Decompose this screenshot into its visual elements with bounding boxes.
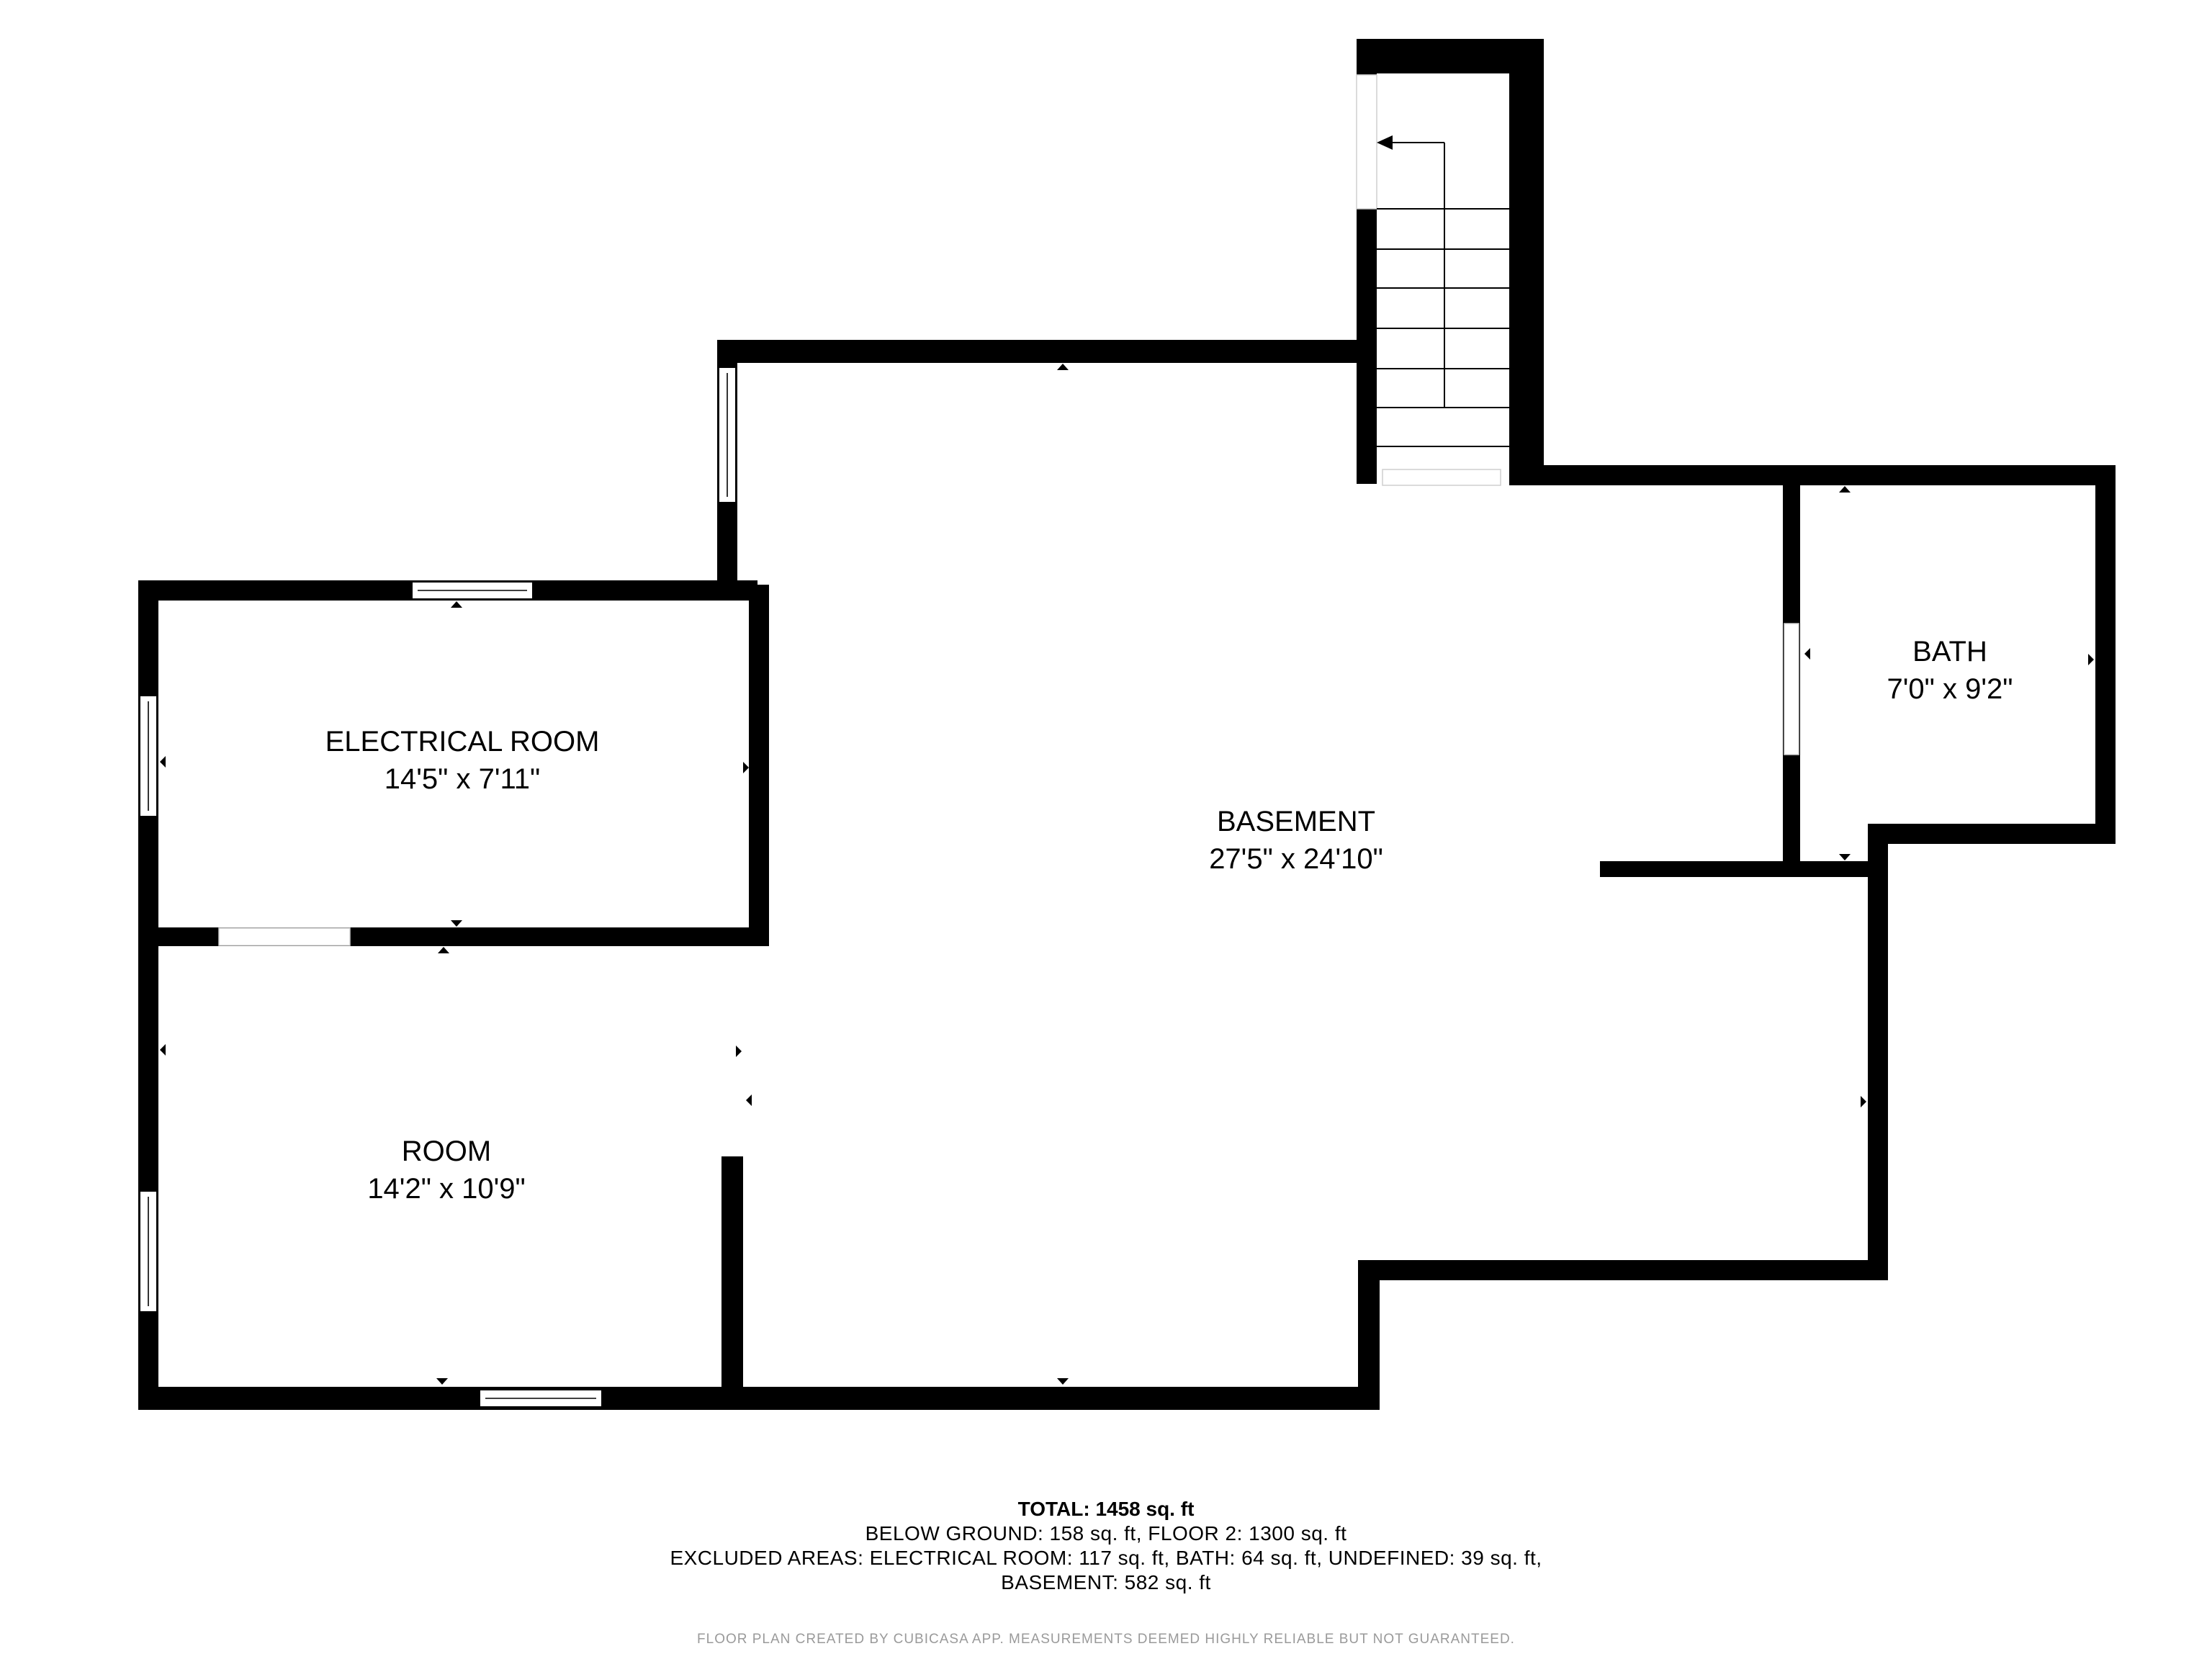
stair-arrow-head [1377,135,1393,150]
wall-bath-lower [1600,861,1887,877]
openings [218,74,1799,946]
stair-top-opening [1356,74,1377,210]
summary-line-1: BELOW GROUND: 158 sq. ft, FLOOR 2: 1300 … [865,1522,1347,1545]
room-dimensions-electrical: 14'5" x 7'11" [385,763,540,795]
window-electrical-top [411,581,534,600]
summary-line-2: EXCLUDED AREAS: ELECTRICAL ROOM: 117 sq.… [670,1547,1542,1569]
wall-bath-right [2095,465,2116,844]
credit-disclaimer: FLOOR PLAN CREATED BY CUBICASA APP. MEAS… [697,1632,1515,1647]
room-labels: ELECTRICAL ROOM 14'5" x 7'11" ROOM 14'2"… [325,636,2013,1205]
wall-basement-step [1358,1260,1380,1410]
room-name-electrical: ELECTRICAL ROOM [325,726,600,757]
walls [138,39,2116,1410]
wall-basement-top [717,340,1359,363]
room-dimensions-bath: 7'0" x 9'2" [1887,673,2013,705]
wall-basement-bottom-right [1358,1260,1888,1280]
wall-stair-right [1509,39,1544,484]
room-dimensions-basement: 27'5" x 24'10" [1209,843,1383,875]
wall-bath-bottom [1868,824,2116,844]
summary-total: TOTAL: 1458 sq. ft [1017,1498,1195,1520]
wall-bottom-left [138,1387,1380,1410]
windows [139,367,737,1408]
wall-basement-right [1868,824,1888,1280]
wall-electrical-right [749,585,769,946]
staircase [1377,135,1509,447]
room-name-room: ROOM [402,1136,491,1167]
window-room-left [139,1190,158,1313]
window-electrical-left [139,695,158,817]
room-name-basement: BASEMENT [1217,806,1375,837]
summary-line-3: BASEMENT: 582 sq. ft [1001,1571,1211,1593]
dimension-markers [160,364,2094,1385]
room-name-bath: BATH [1912,636,1987,667]
window-basement-left [718,367,737,503]
doorway-bath [1784,623,1799,755]
doorway-stairs [1382,469,1501,486]
window-room-bottom [479,1389,603,1408]
doorway-electrical-room [218,927,351,946]
wall-bath-top [1509,465,2116,485]
wall-room-partition [721,1156,743,1410]
room-dimensions-room: 14'2" x 10'9" [367,1173,525,1205]
